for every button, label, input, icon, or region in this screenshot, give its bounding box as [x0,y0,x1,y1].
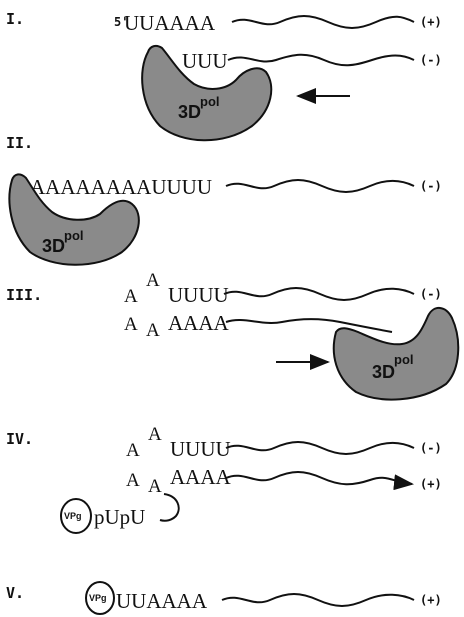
stage4-vpg-icon: VPg [61,499,91,533]
stage3-pol-name: 3D [372,362,395,382]
stage3-polymerase: 3D pol [334,308,458,400]
stage5-vpg-icon: VPg [86,582,114,614]
stage3-pol-sup: pol [394,352,414,367]
stage5-plus-strand [222,594,414,606]
stage1-minus-strand [228,55,414,66]
stage4-minus-strand [226,442,414,454]
stage-label-4: IV. [6,430,33,448]
stage3-plus-strand [226,319,392,332]
stage3-a3: A [124,314,138,335]
stage3-minus-label: (-) [420,287,442,301]
stage3-a4: A [146,320,160,341]
stage4-a4: A [148,476,162,497]
stage1-plus-strand [232,16,414,28]
stage1-pol-sup: pol [200,94,220,109]
stage1-pol-name: 3D [178,102,201,122]
stage1-plus-label: (+) [420,15,442,29]
stage4-vpg-label: VPg [64,511,82,521]
stage4-a1: A [126,440,140,461]
stage4-minus-label: (-) [420,441,442,455]
stage4-primer: pUpU [94,505,145,529]
stage-label-5: V. [6,584,24,602]
stage3-minus-strand [224,288,414,300]
stage5-plus-label: (+) [420,593,442,607]
stage2-minus-label: (-) [420,179,442,193]
stage4-plus-label: (+) [420,477,442,491]
stage1-minus-sequence: UUU [182,49,228,73]
stage5-vpg-label: VPg [89,593,107,603]
stage1-plus-sequence: UUAAAA [124,11,216,35]
stage4-primer-link [160,494,179,521]
stage1-minus-label: (-) [420,53,442,67]
stage-label-3: III. [6,286,42,304]
stage3-a2: A [146,270,160,291]
stage4-plus-sequence: AAAA [170,465,231,489]
stage4-minus-sequence: UUUU [170,437,231,461]
stage3-a1: A [124,286,138,307]
stage-label-1: I. [6,10,24,28]
stage2-sequence: AAAAAAAAUUUU [30,175,212,199]
stage3-minus-sequence: UUUU [168,283,229,307]
stage4-a3: A [126,470,140,491]
stage5-sequence: UUAAAA [116,589,208,613]
stage2-pol-sup: pol [64,228,84,243]
stage4-a2: A [148,424,162,445]
stage2-pol-name: 3D [42,236,65,256]
stage4-plus-strand [226,472,412,484]
stage3-plus-sequence: AAAA [168,311,229,335]
stage2-minus-strand [226,180,414,192]
stage-label-2: II. [6,134,33,152]
